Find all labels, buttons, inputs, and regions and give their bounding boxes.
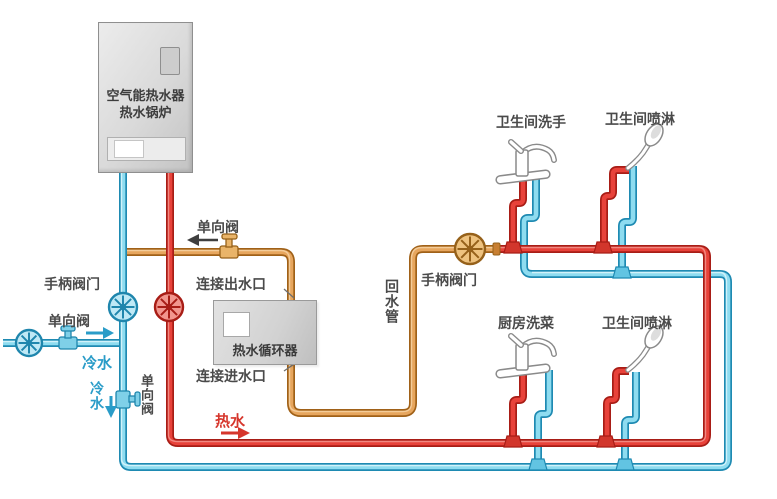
circulator-window	[223, 312, 250, 337]
hot-pipes	[166, 166, 711, 447]
handle-valve-right-label: 手柄阀门	[421, 272, 477, 288]
tee-fittings	[492, 241, 635, 471]
boiler-display	[160, 47, 180, 75]
handle-valve-left-label: 手柄阀门	[44, 276, 100, 292]
bath-shower-top-label: 卫生间喷淋	[605, 111, 675, 127]
cold-water-label: 冷水	[82, 355, 113, 372]
boiler-panel	[107, 137, 186, 161]
boiler-label-line2: 热水锅炉	[119, 105, 172, 120]
kitchen-sink-label: 厨房洗菜	[498, 315, 554, 331]
check-valve-down-label: 单向阀	[139, 374, 154, 416]
boiler-label-line1: 空气能热水器	[106, 88, 185, 103]
heat-pump-boiler: 空气能热水器 热水锅炉	[98, 22, 193, 173]
check-valve-inlet-label: 单向阀	[48, 313, 90, 329]
hot-water-circulator: 热水循环器	[213, 300, 317, 365]
return-pipe	[127, 245, 497, 417]
circulator-label: 热水循环器	[232, 343, 298, 358]
bath-sink-faucet-icon	[496, 142, 554, 184]
inlet-wheel-valve	[14, 328, 44, 358]
arrow-hot-right	[221, 427, 250, 439]
outlet-pointer-line	[283, 288, 295, 299]
bath-shower-bottom-label: 卫生间喷淋	[602, 315, 672, 331]
check-valve-down	[115, 390, 141, 409]
arrow-cold-down	[105, 396, 117, 418]
connect-outlet-label: 连接出水口	[196, 276, 266, 292]
bath-sink-label: 卫生间洗手	[496, 114, 566, 130]
return-pipe-label: 回水管	[384, 279, 400, 324]
arrow-return-left	[187, 234, 218, 246]
boiler-panel-window	[114, 140, 144, 158]
kitchen-faucet-icon	[496, 336, 554, 378]
boiler-label: 空气能热水器 热水锅炉	[99, 87, 192, 121]
hot-water-label: 热水	[215, 413, 246, 430]
cold-water-down-label: 冷水	[89, 381, 105, 411]
check-valve-return	[219, 233, 239, 259]
handle-valve-return	[453, 232, 487, 266]
arrow-cold-right	[86, 327, 114, 339]
handle-valve-cold	[107, 291, 139, 323]
check-valve-inlet	[58, 325, 78, 350]
connect-inlet-label: 连接进水口	[196, 368, 266, 384]
check-valve-return-label: 单向阀	[197, 219, 239, 235]
handle-valve-hot	[153, 291, 185, 323]
